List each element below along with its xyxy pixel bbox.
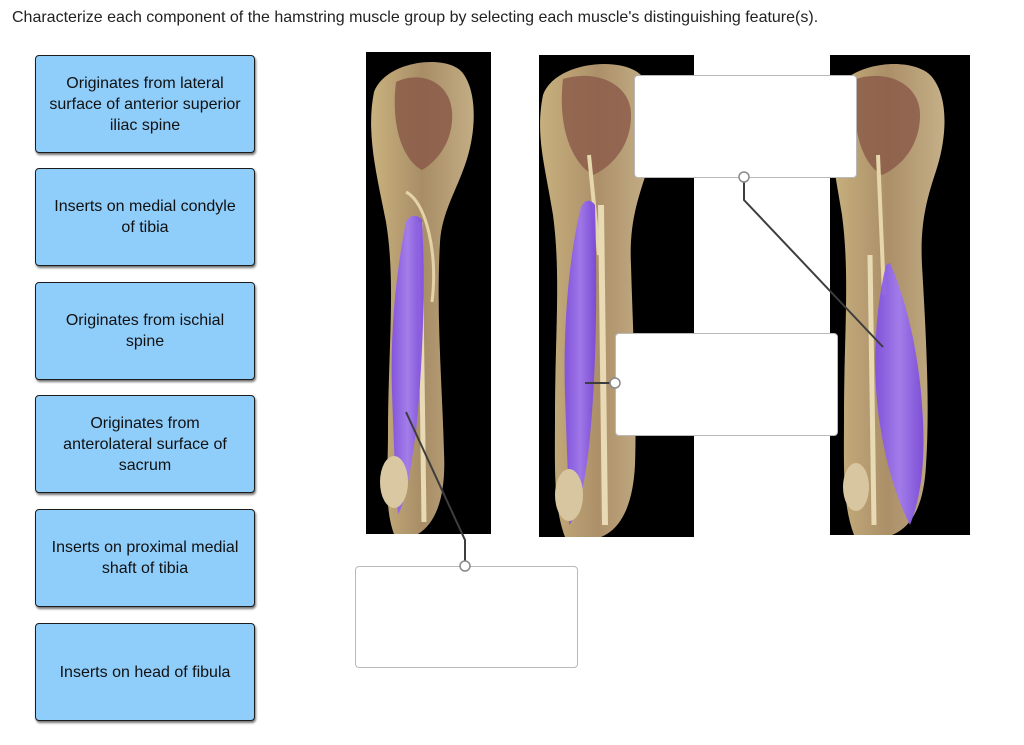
question-instructions: Characterize each component of the hamst…	[12, 9, 819, 26]
answer-chip-sacrum-origin[interactable]: Originates from anterolateral surface of…	[35, 395, 255, 493]
drop-target-biceps-femoris[interactable]	[634, 75, 857, 178]
answer-chip-asis-origin[interactable]: Originates from lateral surface of anter…	[35, 55, 255, 153]
answer-chip-fibula-head[interactable]: Inserts on head of fibula	[35, 623, 255, 721]
answer-chip-ischial-spine[interactable]: Originates from ischial spine	[35, 282, 255, 380]
drop-target-semitendinosus[interactable]	[355, 566, 578, 668]
answer-chip-proximal-tibia[interactable]: Inserts on proximal medial shaft of tibi…	[35, 509, 255, 607]
anatomy-image-1	[366, 52, 491, 534]
anatomy-image-3	[830, 55, 970, 535]
drop-target-semimembranosus[interactable]	[615, 333, 838, 436]
answer-chip-medial-condyle[interactable]: Inserts on medial condyle of tibia	[35, 168, 255, 266]
